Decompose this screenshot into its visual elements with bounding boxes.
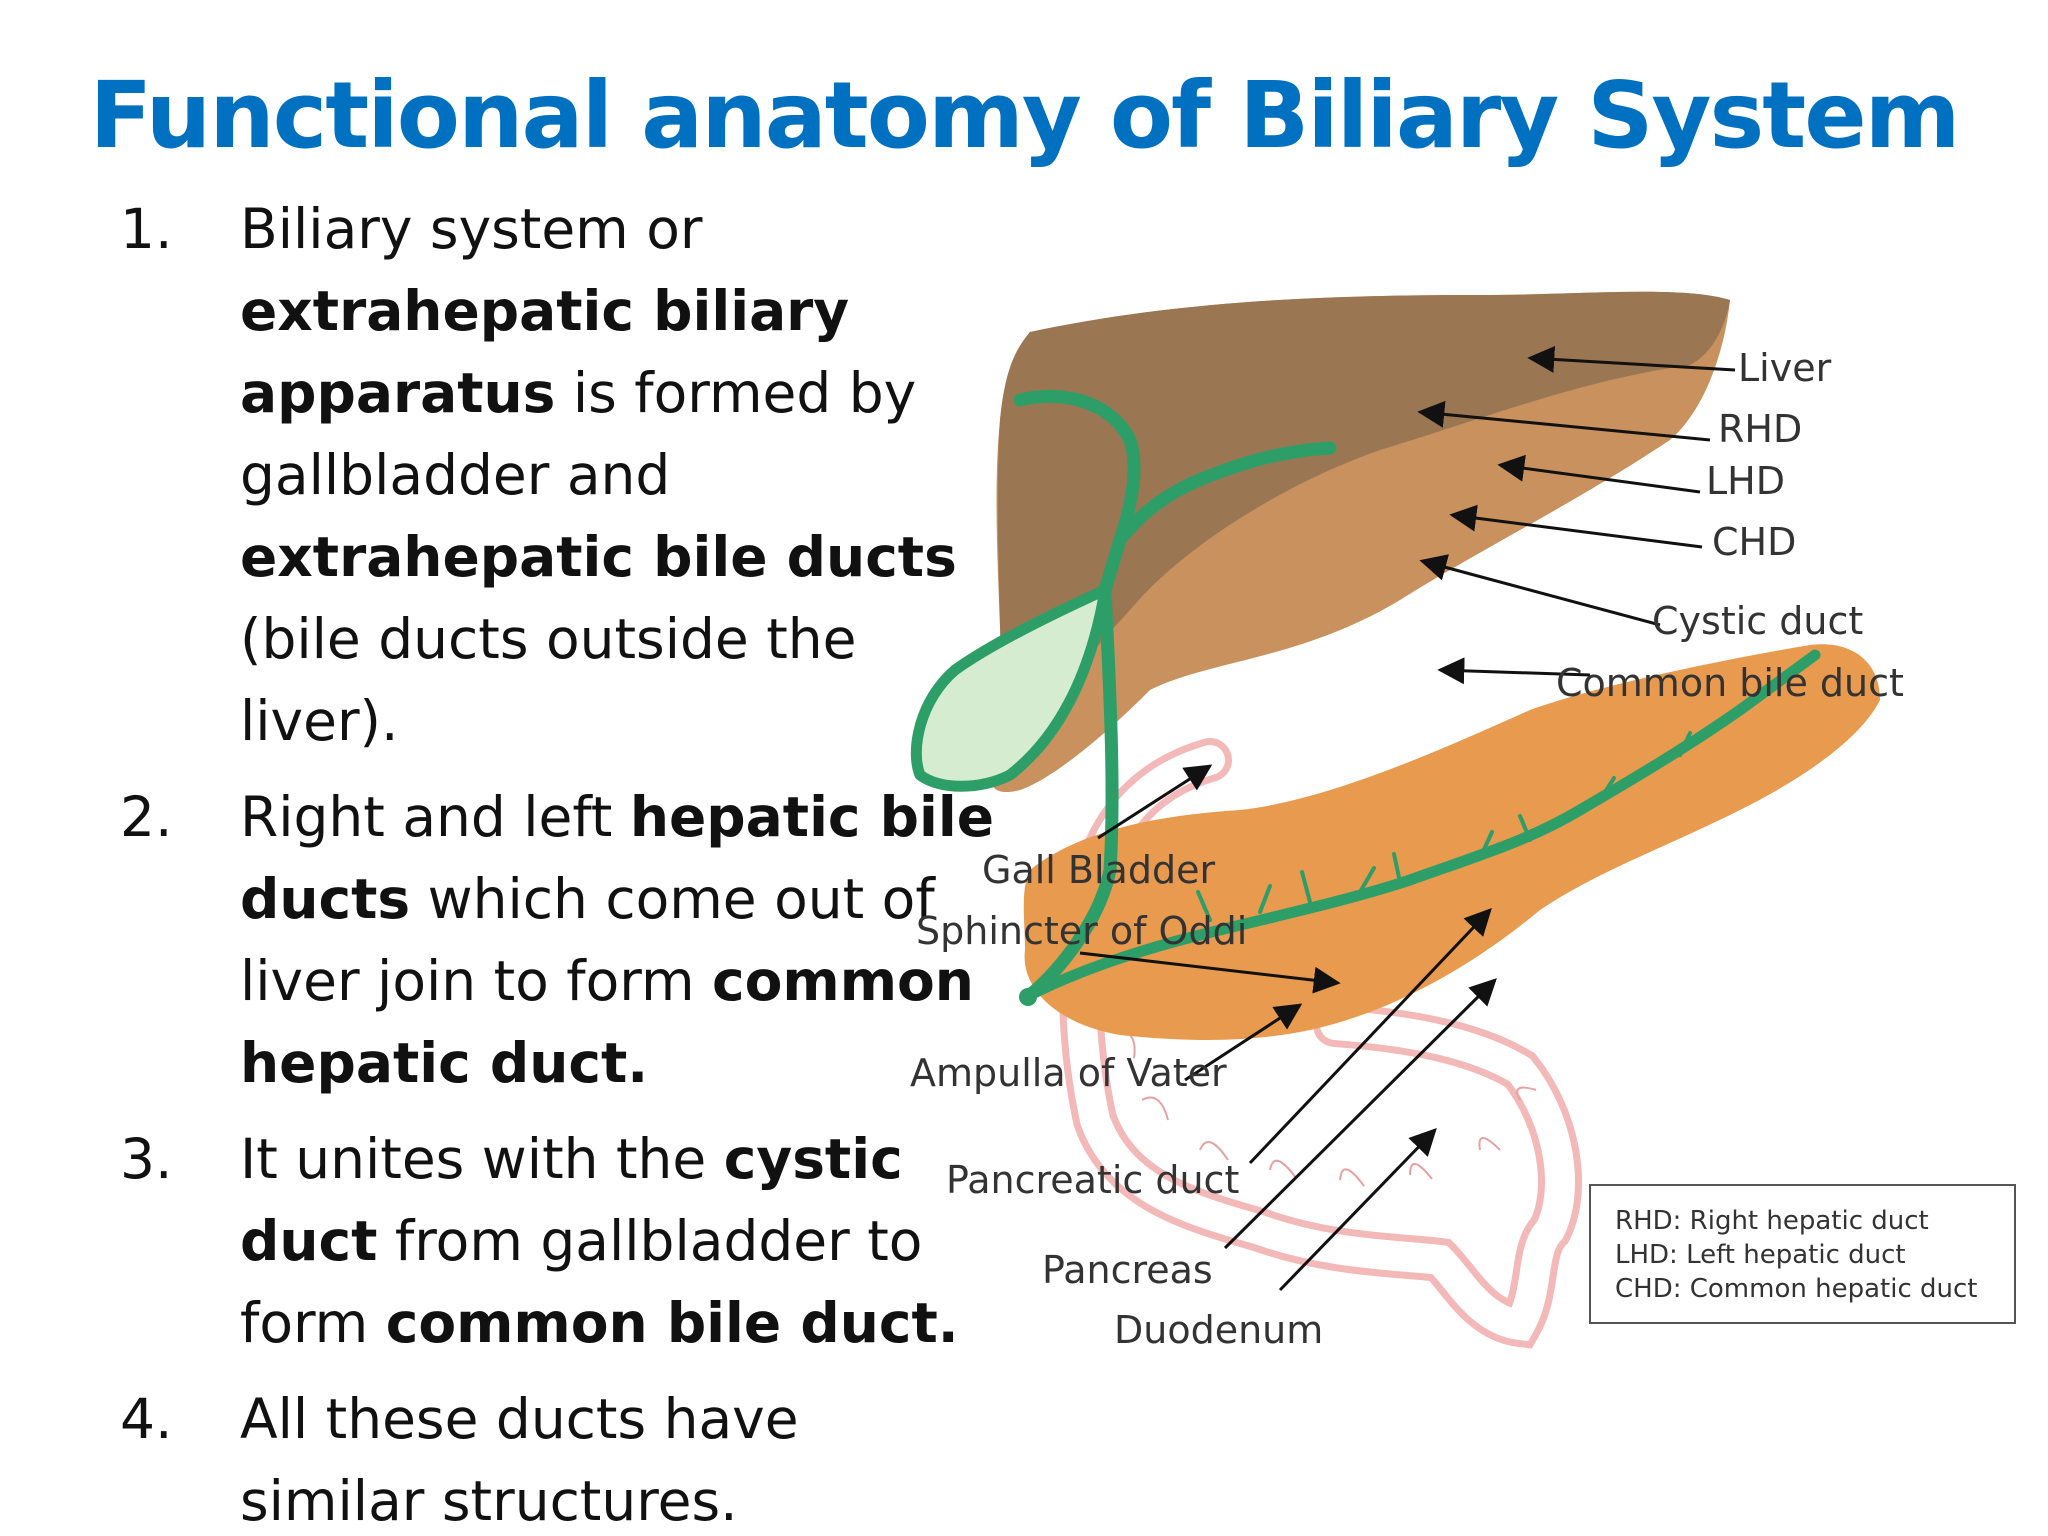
liver-shape (991, 291, 1730, 792)
bullet-number: 4. (120, 1387, 173, 1451)
bullet-number: 1. (120, 197, 173, 261)
label-cystic-duct: Cystic duct (1652, 599, 1863, 643)
bullet-bold-text: cystic duct (240, 1127, 903, 1273)
bullet-list: 1. Biliary system or extrahepatic biliary… (120, 188, 1000, 1536)
label-common-bile-duct: Common bile duct (1556, 661, 1904, 705)
bullet-text: is formed by gallbladder and (240, 361, 917, 507)
biliary-diagram: Liver RHD LHD CHD Cystic duct Common bil… (910, 291, 2016, 1352)
label-rhd: RHD (1718, 407, 1802, 451)
bullet-text: (bile ducts outside the liver). (240, 607, 857, 753)
label-pancreatic-duct: Pancreatic duct (946, 1158, 1239, 1202)
bullet-text: from gallbladder to form (240, 1209, 923, 1355)
bullet-text: Biliary system or (240, 197, 703, 261)
arrow-rhd (1417, 400, 1711, 442)
bullet-bold-text: common hepatic duct. (240, 949, 974, 1095)
arrow-liver (1527, 345, 1736, 373)
label-pancreas: Pancreas (1042, 1248, 1213, 1292)
bullet-bold-text: common bile duct. (385, 1291, 959, 1355)
arrow-cystic-duct (1419, 554, 1661, 627)
bullet-text: Right and left (240, 785, 630, 849)
bullet-text: All these ducts have similar structures. (240, 1387, 799, 1533)
arrow-pancreatic-duct (1248, 908, 1492, 1165)
arrow-chd (1449, 504, 1703, 549)
label-chd: CHD (1712, 520, 1796, 564)
arrow-pancreas (1223, 978, 1497, 1250)
slide-title: Functional anatomy of Biliary System (89, 62, 1960, 169)
abbreviation-legend: RHD: Right hepatic duct LHD: Left hepati… (1589, 1184, 2016, 1324)
arrow-ampulla-of-vater (1184, 1003, 1303, 1082)
bullet-item: 3. It unites with the cystic duct from ga… (120, 1118, 1000, 1364)
bullet-number: 3. (120, 1127, 173, 1191)
arrow-sphincter-of-oddi (1079, 951, 1341, 994)
bullet-bold-text: hepatic bile ducts (240, 785, 995, 931)
label-lhd: LHD (1706, 459, 1785, 503)
bile-ducts (910, 389, 1821, 1006)
bullet-number: 2. (120, 785, 173, 849)
bullet-item: 2. Right and left hepatic bile ducts whic… (120, 776, 1000, 1104)
arrow-gall-bladder (1097, 764, 1213, 840)
bullet-item: 4. All these ducts have similar structure… (120, 1378, 1000, 1536)
bullet-text: It unites with the (240, 1127, 724, 1191)
label-duodenum: Duodenum (1114, 1308, 1323, 1352)
legend-rhd: RHD: Right hepatic duct (1615, 1206, 1929, 1236)
bullet-text: which come out of liver join to form (240, 867, 935, 1013)
bullet-bold-text: extrahepatic bile ducts (240, 525, 957, 589)
label-gall-bladder: Gall Bladder (982, 848, 1215, 892)
label-liver: Liver (1738, 346, 1832, 390)
label-ampulla-of-vater: Ampulla of Vater (910, 1051, 1227, 1095)
arrow-duodenum (1278, 1128, 1437, 1292)
arrow-common-bile-duct (1437, 657, 1591, 685)
label-sphincter-of-oddi: Sphincter of Oddi (916, 909, 1247, 953)
legend-chd: CHD: Common hepatic duct (1615, 1274, 1977, 1304)
arrow-lhd (1497, 454, 1701, 494)
legend-lhd: LHD: Left hepatic duct (1615, 1240, 1906, 1270)
pancreas-shape (1023, 644, 1880, 1040)
bullet-bold-text: extrahepatic biliary apparatus (240, 279, 850, 425)
bullet-item: 1. Biliary system or extrahepatic biliary… (120, 188, 1000, 762)
